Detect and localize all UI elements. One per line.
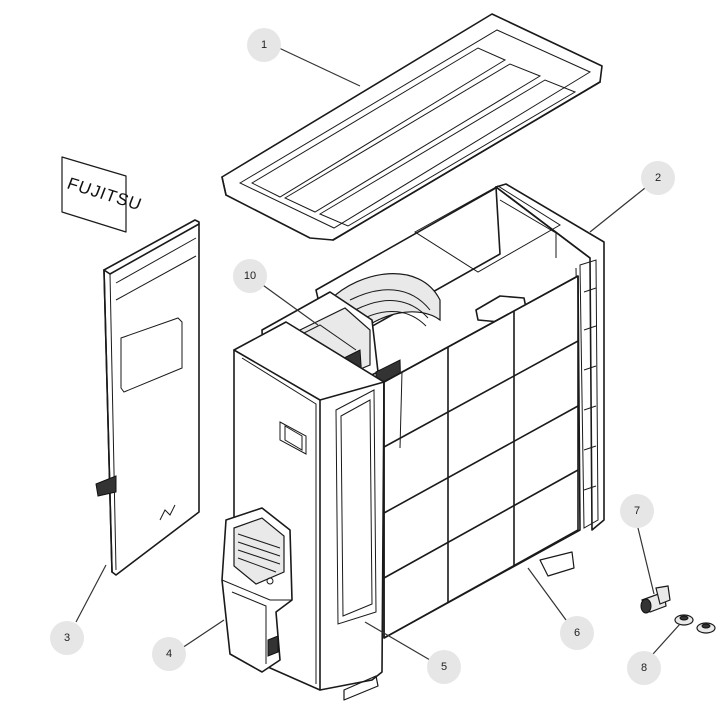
leader-5 bbox=[364, 621, 431, 661]
svg-text:4: 4 bbox=[166, 648, 172, 660]
svg-text:1: 1 bbox=[261, 39, 267, 51]
callout-7: 7 bbox=[620, 494, 654, 528]
svg-text:8: 8 bbox=[641, 662, 647, 674]
leader-lines bbox=[75, 47, 681, 661]
top-panel-part bbox=[221, 13, 603, 241]
callout-1: 1 bbox=[247, 28, 281, 62]
svg-text:3: 3 bbox=[64, 632, 70, 644]
outdoor-unit-cabinet bbox=[233, 183, 605, 701]
callout-4: 4 bbox=[152, 637, 186, 671]
drain-elbow-part bbox=[640, 585, 671, 614]
leader-2 bbox=[589, 187, 646, 233]
left-side-panel-part bbox=[95, 219, 200, 576]
callout-3: 3 bbox=[50, 621, 84, 655]
svg-text:10: 10 bbox=[244, 270, 256, 282]
svg-text:6: 6 bbox=[574, 627, 580, 639]
leader-8 bbox=[652, 623, 681, 655]
callout-10: 10 bbox=[233, 259, 267, 293]
grommet-parts bbox=[674, 614, 716, 634]
fujitsu-logo-plate: FUJITSU bbox=[61, 156, 145, 233]
leader-7 bbox=[637, 527, 655, 595]
svg-text:5: 5 bbox=[441, 661, 447, 673]
callout-6: 6 bbox=[560, 616, 594, 650]
service-cover-part bbox=[221, 507, 293, 673]
callout-8: 8 bbox=[627, 651, 661, 685]
leader-3 bbox=[75, 564, 107, 623]
callout-5: 5 bbox=[427, 650, 461, 684]
svg-text:2: 2 bbox=[655, 172, 661, 184]
svg-text:7: 7 bbox=[634, 505, 640, 517]
leader-6 bbox=[527, 567, 567, 621]
callout-2: 2 bbox=[641, 161, 675, 195]
leader-1 bbox=[278, 47, 361, 87]
leader-10 bbox=[259, 282, 319, 326]
leader-4 bbox=[181, 619, 225, 649]
